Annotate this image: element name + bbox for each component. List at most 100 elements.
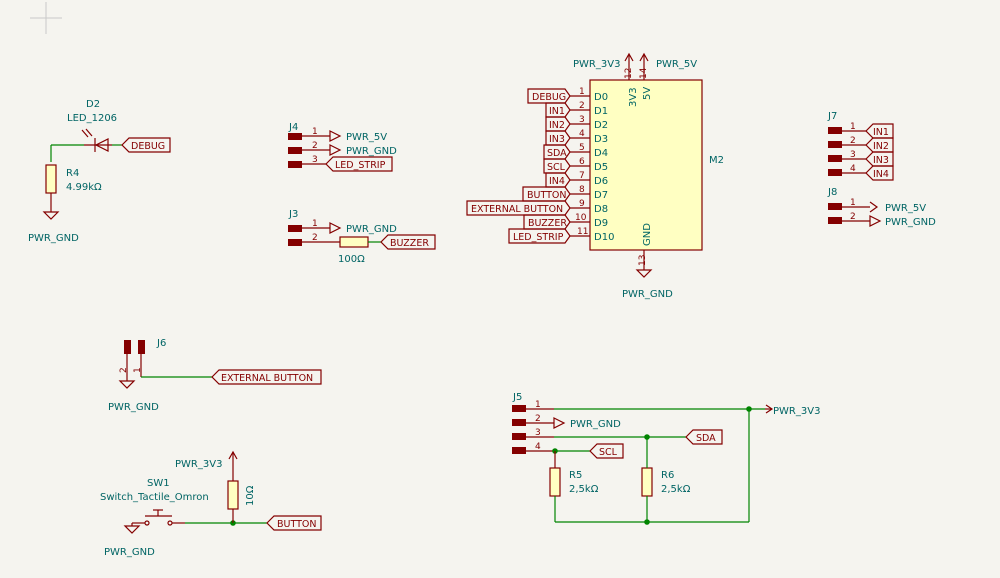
r5-resistor — [549, 467, 561, 497]
svg-text:11: 11 — [577, 227, 588, 237]
svg-text:PWR_GND: PWR_GND — [104, 547, 155, 558]
svg-text:13: 13 — [638, 255, 648, 266]
r4-ref: R4 — [66, 168, 79, 179]
j3-ref: J3 — [288, 209, 298, 220]
svg-text:2: 2 — [312, 233, 318, 243]
svg-text:2: 2 — [119, 367, 129, 373]
svg-text:PWR_5V: PWR_5V — [885, 203, 926, 214]
buzzer-label[interactable]: BUZZER — [380, 234, 436, 250]
m2-pin-10[interactable]: 10 D9 BUZZER — [523, 213, 608, 230]
m2-pin-3[interactable]: 3 D2 IN2 — [545, 115, 608, 132]
j5-i2c-circuit[interactable]: J5 1 2 3 4 PWR_3V3 PWR_GND SDA — [512, 392, 820, 525]
svg-text:D0: D0 — [594, 92, 608, 103]
svg-text:D7: D7 — [594, 190, 608, 201]
sw1-ref: SW1 — [147, 478, 170, 489]
j4-net-5v: PWR_5V — [346, 132, 387, 143]
svg-text:IN1: IN1 — [873, 127, 889, 138]
m2-gnd-net: PWR_GND — [622, 289, 673, 300]
j3-connector[interactable]: J3 1 2 PWR_GND BUZZER 100Ω — [288, 209, 436, 265]
r4-gnd-label: PWR_GND — [28, 233, 79, 244]
svg-text:DEBUG: DEBUG — [131, 141, 165, 152]
svg-text:PWR_3V3: PWR_3V3 — [773, 406, 820, 417]
svg-text:3: 3 — [579, 115, 585, 125]
svg-text:BUZZER: BUZZER — [528, 218, 567, 229]
svg-text:1: 1 — [312, 127, 318, 137]
r4-value: 4.99kΩ — [66, 182, 102, 193]
j3-resistor — [339, 236, 369, 248]
svg-text:IN3: IN3 — [549, 134, 565, 145]
sda-label[interactable]: SDA — [685, 429, 723, 445]
svg-text:2,5kΩ: 2,5kΩ — [569, 484, 599, 495]
m2-pin-5[interactable]: 5 D4 SDA — [543, 143, 608, 160]
m2-module[interactable]: M2 PWR_3V3 PWR_5V 12 14 3V3 5V 13 GND PW… — [466, 52, 724, 300]
svg-text:D10: D10 — [594, 232, 614, 243]
m2-pin-8[interactable]: 8 D7 BUTTON — [522, 185, 608, 202]
svg-text:SDA: SDA — [547, 148, 567, 159]
m2-pwr-3v3: PWR_3V3 — [573, 59, 620, 70]
svg-text:3: 3 — [312, 155, 318, 165]
led-strip-label[interactable]: LED_STRIP — [325, 156, 393, 172]
svg-text:IN3: IN3 — [873, 155, 889, 166]
svg-text:1: 1 — [579, 87, 585, 97]
j3-res-value: 100Ω — [338, 254, 365, 265]
svg-text:PWR_GND: PWR_GND — [108, 402, 159, 413]
svg-text:BUZZER: BUZZER — [390, 238, 429, 249]
j4-net-gnd: PWR_GND — [346, 146, 397, 157]
svg-text:2: 2 — [535, 414, 541, 424]
svg-text:6: 6 — [579, 157, 585, 167]
svg-text:PWR_GND: PWR_GND — [885, 217, 936, 228]
svg-text:10Ω: 10Ω — [245, 485, 256, 506]
j4-ref: J4 — [288, 122, 298, 133]
svg-text:LED_STRIP: LED_STRIP — [335, 160, 386, 171]
svg-text:5V: 5V — [642, 87, 653, 100]
sw1-resistor — [227, 480, 239, 510]
svg-text:BUTTON: BUTTON — [527, 190, 567, 201]
svg-text:PWR_GND: PWR_GND — [570, 419, 621, 430]
svg-text:R6: R6 — [661, 470, 674, 481]
m2-pwr-5v: PWR_5V — [656, 59, 697, 70]
sw1-button-circuit[interactable]: SW1 Switch_Tactile_Omron PWR_GND PWR_3V3… — [100, 450, 322, 558]
svg-text:D9: D9 — [594, 218, 608, 229]
svg-text:IN2: IN2 — [873, 141, 889, 152]
button-label[interactable]: BUTTON — [266, 515, 322, 531]
m2-pin-4[interactable]: 4 D3 IN3 — [545, 129, 608, 146]
j7-connector[interactable]: J7 1 2 3 4 IN1 IN2 IN3 IN4 — [827, 111, 894, 181]
m2-pin-9[interactable]: 9 D8 EXTERNAL BUTTON — [466, 199, 608, 216]
m2-pin-11[interactable]: 11 D10 LED_STRIP — [508, 227, 614, 244]
svg-text:DEBUG: DEBUG — [532, 92, 566, 103]
r4-resistor — [45, 164, 57, 194]
j7-ref: J7 — [827, 111, 837, 122]
svg-text:3V3: 3V3 — [628, 87, 639, 107]
d2-ref: D2 — [86, 99, 100, 110]
j8-connector[interactable]: J8 1 2 PWR_5V PWR_GND — [827, 187, 936, 228]
debug-label[interactable]: DEBUG — [121, 137, 171, 153]
svg-text:7: 7 — [579, 171, 585, 181]
j4-connector[interactable]: J4 1 2 3 PWR_5V PWR_GND LED_STRIP — [288, 122, 397, 172]
external-button-label[interactable]: EXTERNAL BUTTON — [211, 369, 322, 385]
d2-led-circuit[interactable]: D2 LED_1206 DEBUG R4 4.99kΩ PWR_GND — [28, 99, 171, 244]
m2-pin-2[interactable]: 2 D1 IN1 — [545, 101, 608, 118]
svg-text:D3: D3 — [594, 134, 608, 145]
j6-connector[interactable]: J6 2 1 PWR_GND EXTERNAL BUTTON — [108, 338, 322, 413]
svg-text:8: 8 — [579, 185, 585, 195]
d2-value: LED_1206 — [67, 113, 117, 124]
svg-text:R5: R5 — [569, 470, 582, 481]
svg-text:1: 1 — [312, 219, 318, 229]
m2-pin-7[interactable]: 7 D6 IN4 — [545, 171, 608, 188]
svg-text:IN1: IN1 — [549, 106, 565, 117]
m2-pin-6[interactable]: 6 D5 SCL — [543, 157, 608, 174]
svg-text:1: 1 — [535, 400, 541, 410]
svg-text:1: 1 — [133, 367, 143, 373]
m2-pin-1[interactable]: 1 D0 DEBUG — [527, 87, 608, 104]
scl-label[interactable]: SCL — [589, 443, 624, 459]
m2-body — [589, 79, 703, 251]
svg-text:4: 4 — [579, 129, 585, 139]
j5-ref: J5 — [512, 392, 522, 403]
svg-text:D5: D5 — [594, 162, 608, 173]
svg-text:SCL: SCL — [547, 162, 566, 173]
svg-text:LED_STRIP: LED_STRIP — [513, 232, 564, 243]
svg-text:GND: GND — [642, 223, 653, 246]
svg-text:BUTTON: BUTTON — [277, 519, 317, 530]
j8-ref: J8 — [827, 187, 837, 198]
